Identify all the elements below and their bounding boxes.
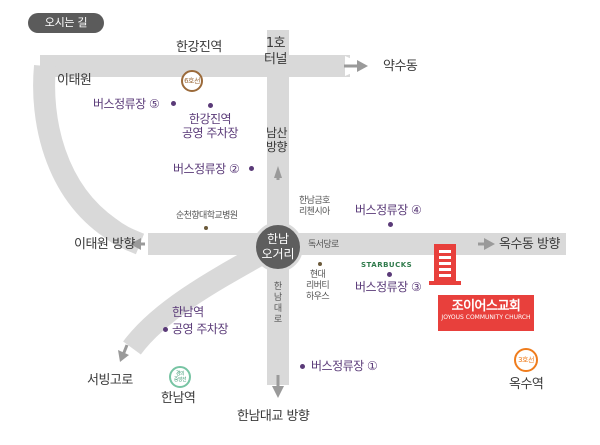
hyundai-dot <box>318 262 322 266</box>
road-seobinggo <box>123 242 271 355</box>
bus-stop-3-dot <box>387 272 392 277</box>
hannam-daero-label: 한남대로 <box>273 282 283 325</box>
arrow-seobinggo-head <box>118 350 129 362</box>
hangang-parking-dot <box>208 103 213 108</box>
bus-stop-5-label: 버스정류장 ⑤ <box>93 97 160 111</box>
arrow-yaksu-head <box>357 60 368 72</box>
oksu-direction-label: 옥수동 방향 <box>499 237 560 252</box>
itaewon-label: 이태원 <box>57 73 92 88</box>
church-name: 조이어스교회 <box>451 299 521 314</box>
itaewon-direction-label: 이태원 방향 <box>74 237 135 252</box>
hannam-station-parking-line1: 한남역 <box>172 305 204 319</box>
church-subtitle: JOYOUS COMMUNITY CHURCH <box>441 314 531 321</box>
junction-line1: 한남 <box>266 232 290 246</box>
hangang-jin-station-label: 한강진역 <box>176 40 222 55</box>
junction-line2: 오거리 <box>261 247 295 261</box>
arrow-bridge-head <box>272 386 284 398</box>
bus-stop-1-dot <box>300 364 305 369</box>
bus-stop-4-dot <box>388 222 393 227</box>
road-itaewon-curve <box>33 64 145 255</box>
church-badge: 조이어스교회 JOYOUS COMMUNITY CHURCH <box>438 295 534 331</box>
hannam-bridge-direction-label: 한남대교 방향 <box>237 409 310 424</box>
bus-stop-3-label: 버스정류장 ③ <box>355 280 422 294</box>
oksu-station-label: 옥수역 <box>509 377 544 392</box>
line3-icon: 3호선 <box>514 348 538 372</box>
hannam-station-parking-line2: 공영 주차장 <box>172 322 229 336</box>
hannam-station-label: 한남역 <box>161 391 196 406</box>
church-building-icon <box>429 244 461 285</box>
bus-stop-2-label: 버스정류장 ② <box>173 162 240 176</box>
yaksu-dong-label: 약수동 <box>383 59 418 74</box>
hannam-ogeori-junction: 한남 오거리 <box>253 222 303 272</box>
arrow-overlays <box>478 238 495 250</box>
line6-icon: 6호선 <box>181 70 203 92</box>
seobinggo-ro-label: 서빙고로 <box>87 373 133 388</box>
soonchunhyang-dot <box>204 226 208 230</box>
doksodang-ro-label: 독서당로 <box>308 240 339 250</box>
bus-stop-1-label: 버스정류장 ① <box>311 359 378 373</box>
arrow-itaewon-head <box>130 238 141 250</box>
bus-stop-2-dot <box>249 166 254 171</box>
page-title: 오시는 길 <box>28 13 104 33</box>
soonchunhyang-label: 순천향대학교병원 <box>176 211 238 221</box>
starbucks-label: STARBUCKS <box>361 261 413 269</box>
hannam-parking-dot <box>163 327 168 332</box>
bus-stop-5-dot <box>171 101 176 106</box>
bus-stop-4-label: 버스정류장 ④ <box>355 203 422 217</box>
